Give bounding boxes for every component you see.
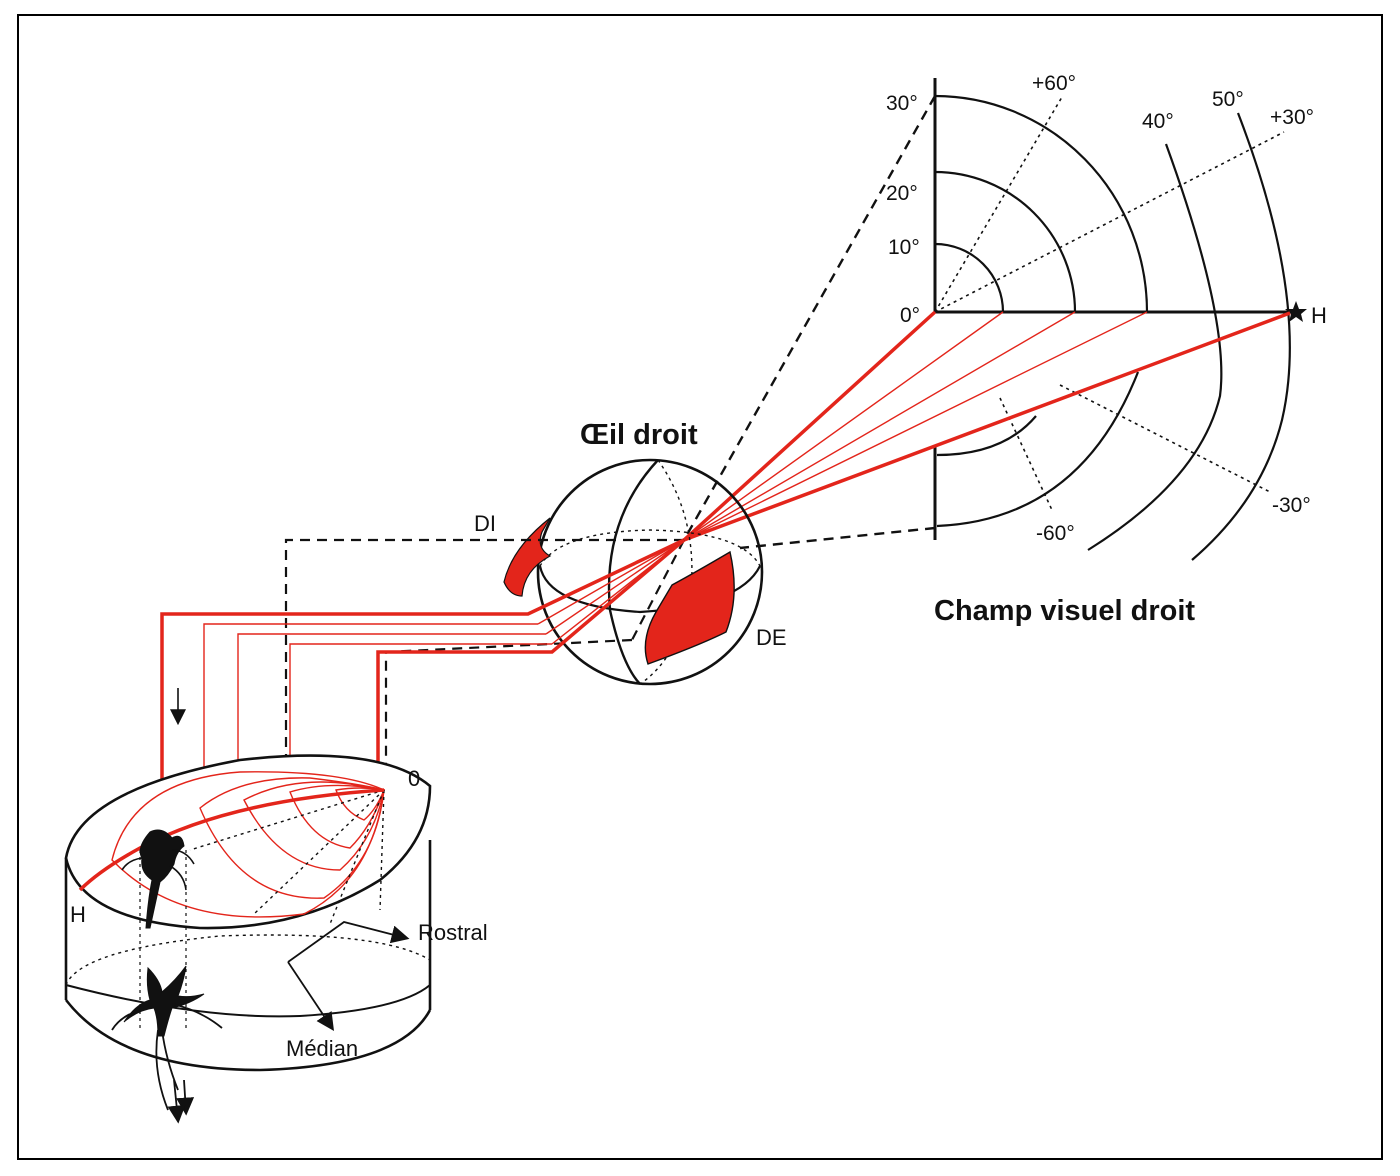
- dorsal-retina-patch: [503, 517, 552, 597]
- iso-arc-2: [199, 777, 385, 899]
- eye-title: Œil droit: [580, 419, 698, 451]
- projection-rays: [682, 310, 1291, 542]
- dashed-upper-pathway: [284, 538, 684, 760]
- tick-label-30: 30°: [886, 92, 918, 115]
- neuron-deep-icon: [123, 965, 205, 1037]
- eye-dorsal-label: DI: [474, 511, 496, 536]
- tick-label-20: 20°: [886, 182, 918, 205]
- colliculus-azimuth-lines: [189, 789, 385, 925]
- azimuth-line-3: [329, 789, 385, 925]
- eye-equator-front: [538, 565, 761, 614]
- rostral-label: Rostral: [418, 920, 488, 945]
- fiber-eye-2: [537, 539, 685, 625]
- column-marks: [139, 850, 187, 1030]
- tick-label-0: 0°: [900, 304, 920, 327]
- ray-thick-horizon: [683, 311, 1291, 542]
- colliculus-horizon-label: H: [70, 902, 86, 927]
- median-arrow-icon: [287, 961, 334, 1031]
- tick-label-10: 10°: [888, 236, 920, 259]
- iso-arc-5: [335, 787, 385, 821]
- azimuth-line-4: [379, 789, 385, 911]
- meridian-label-plus30: +30°: [1270, 106, 1314, 129]
- optic-fibers: [160, 538, 686, 804]
- meridian-minus60: [999, 397, 1053, 511]
- meridian-plus30: [934, 131, 1285, 313]
- field-title: Champ visuel droit: [934, 595, 1195, 627]
- median-label: Médian: [286, 1036, 358, 1061]
- output-axon-icon-2: [167, 1079, 186, 1124]
- colliculus-horizontal-meridian: [78, 788, 385, 892]
- colliculus-origin-label: 0: [408, 766, 420, 791]
- fiber-3: [237, 633, 546, 792]
- arc-label-40: 40°: [1142, 110, 1174, 133]
- colliculus-middle-layer-front: [65, 984, 431, 1018]
- meridian-label-minus60: -60°: [1036, 522, 1075, 545]
- rostral-arrow-icon: [287, 921, 410, 963]
- colliculus: [64, 754, 432, 1072]
- field-horizon-label: H: [1311, 303, 1327, 328]
- colliculus-top-surface: [64, 754, 432, 930]
- neuron-superficial-icon: [139, 829, 185, 929]
- ray-10: [683, 311, 1004, 541]
- dashed-projection-top: [682, 95, 937, 541]
- eyeball-outline: [536, 458, 764, 686]
- colliculus-middle-layer-back: [65, 934, 431, 986]
- ray-30: [683, 311, 1148, 541]
- neuron-deep-dendrites: [111, 1003, 223, 1111]
- fiber-4: [289, 643, 552, 790]
- arc-label-50: 50°: [1212, 88, 1244, 111]
- ray-thick-origin: [682, 310, 937, 542]
- fiber-2: [203, 623, 538, 804]
- azimuth-line-2: [253, 789, 385, 915]
- dashed-pathways: [284, 538, 684, 790]
- fiber-thick-horizon: [160, 538, 685, 782]
- dashed-lower-pathway: [384, 638, 633, 790]
- arc-30: [934, 94, 1149, 313]
- colliculus-bottom: [64, 999, 432, 1072]
- orientation-arrows: [287, 921, 410, 1031]
- arc-lower-outer: [936, 371, 1140, 528]
- lateral-retina-patch: [644, 550, 735, 665]
- arc-50: [1191, 112, 1291, 561]
- meridian-label-minus30: -30°: [1272, 494, 1311, 517]
- dashed-projection-bottom: [739, 526, 936, 550]
- iso-arc-4: [289, 784, 385, 849]
- output-axon-icon: [176, 1079, 195, 1116]
- eye-lateral-label: DE: [756, 625, 787, 650]
- visual-field: [682, 78, 1307, 561]
- meridian-minus30: [1059, 384, 1273, 494]
- fiber-thick-origin: [376, 538, 686, 788]
- eye-equator-back: [539, 529, 761, 567]
- meridian-label-plus60: +60°: [1032, 72, 1076, 95]
- eye-dashed-inner: [631, 539, 685, 641]
- horizon-star-icon: [1285, 301, 1307, 322]
- ray-20: [683, 311, 1076, 541]
- azimuth-line-1: [189, 789, 385, 851]
- arc-40: [1087, 143, 1223, 551]
- arc-lower-inner: [936, 415, 1037, 457]
- fiber-eye-3: [545, 539, 685, 635]
- arc-20: [934, 170, 1077, 313]
- eye-back-meridian: [639, 459, 693, 685]
- arc-10: [934, 242, 1005, 313]
